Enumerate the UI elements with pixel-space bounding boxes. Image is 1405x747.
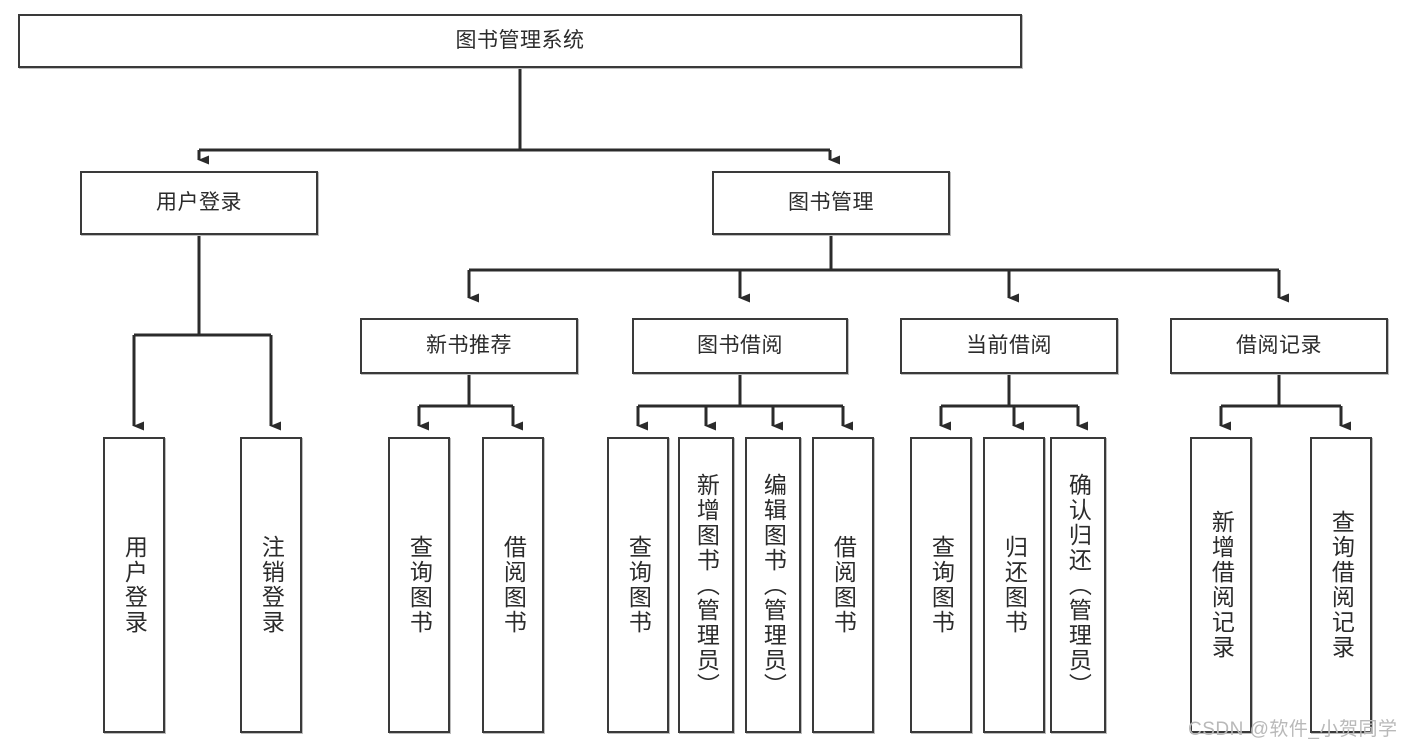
- node-leaf-add-book-label: 新增图书（管理员）: [693, 472, 720, 698]
- node-leaf-confirm-return-label: 确认归还（管理员）: [1065, 472, 1092, 698]
- node-borrow-record-label: 借阅记录: [1236, 334, 1322, 358]
- node-leaf-add-record[interactable]: 新增借阅记录: [1190, 437, 1252, 733]
- node-current-borrow-label: 当前借阅: [966, 334, 1052, 358]
- node-leaf-logout-label: 注销登录: [258, 535, 285, 635]
- node-book-manage[interactable]: 图书管理: [712, 171, 950, 235]
- node-leaf-confirm-return[interactable]: 确认归还（管理员）: [1050, 437, 1106, 733]
- node-leaf-return-book[interactable]: 归还图书: [983, 437, 1045, 733]
- node-leaf-logout[interactable]: 注销登录: [240, 437, 302, 733]
- node-leaf-borrow-book-2[interactable]: 借阅图书: [812, 437, 874, 733]
- node-user-login-label: 用户登录: [156, 191, 242, 215]
- node-leaf-borrow-book-1[interactable]: 借阅图书: [482, 437, 544, 733]
- node-leaf-borrow-book-2-label: 借阅图书: [830, 535, 857, 635]
- node-new-book-recommend-label: 新书推荐: [426, 334, 512, 358]
- node-leaf-user-login[interactable]: 用户登录: [103, 437, 165, 733]
- node-new-book-recommend[interactable]: 新书推荐: [360, 318, 578, 374]
- csdn-watermark: CSDN @软件_小贺同学: [1188, 719, 1398, 740]
- node-leaf-add-book[interactable]: 新增图书（管理员）: [678, 437, 734, 733]
- node-leaf-query-book-3[interactable]: 查询图书: [910, 437, 972, 733]
- node-book-manage-label: 图书管理: [788, 191, 874, 215]
- node-leaf-user-login-label: 用户登录: [121, 535, 148, 635]
- node-leaf-borrow-book-1-label: 借阅图书: [500, 535, 527, 635]
- node-leaf-query-book-3-label: 查询图书: [928, 535, 955, 635]
- node-leaf-return-book-label: 归还图书: [1001, 535, 1028, 635]
- node-user-login[interactable]: 用户登录: [80, 171, 318, 235]
- node-root-label: 图书管理系统: [455, 29, 585, 53]
- node-leaf-query-book-1[interactable]: 查询图书: [388, 437, 450, 733]
- node-root[interactable]: 图书管理系统: [18, 14, 1022, 68]
- node-leaf-query-record[interactable]: 查询借阅记录: [1310, 437, 1372, 733]
- node-leaf-query-record-label: 查询借阅记录: [1328, 510, 1355, 660]
- node-leaf-query-book-2[interactable]: 查询图书: [607, 437, 669, 733]
- node-leaf-query-book-2-label: 查询图书: [625, 535, 652, 635]
- node-leaf-query-book-1-label: 查询图书: [406, 535, 433, 635]
- node-book-borrow[interactable]: 图书借阅: [632, 318, 848, 374]
- node-leaf-edit-book[interactable]: 编辑图书（管理员）: [745, 437, 801, 733]
- node-leaf-edit-book-label: 编辑图书（管理员）: [760, 472, 787, 698]
- node-book-borrow-label: 图书借阅: [697, 334, 783, 358]
- node-borrow-record[interactable]: 借阅记录: [1170, 318, 1388, 374]
- node-leaf-add-record-label: 新增借阅记录: [1208, 510, 1235, 660]
- node-current-borrow[interactable]: 当前借阅: [900, 318, 1118, 374]
